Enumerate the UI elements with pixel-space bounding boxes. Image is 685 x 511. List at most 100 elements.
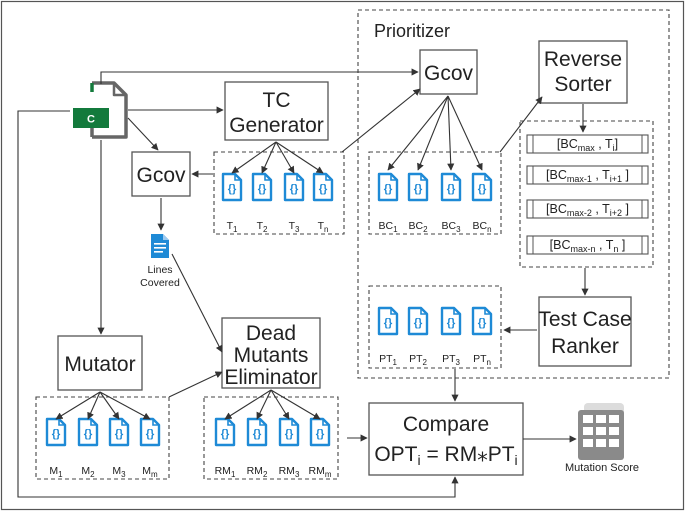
svg-text:[BCmax-n , Tn ]: [BCmax-n , Tn ] bbox=[550, 238, 626, 254]
edge-source-to-gcov-top bbox=[100, 68, 419, 84]
pt-group bbox=[368, 285, 502, 369]
braces-glyph: {} bbox=[447, 317, 456, 329]
svg-text:Gcov: Gcov bbox=[136, 164, 186, 187]
svg-text:Gcov: Gcov bbox=[424, 62, 474, 85]
compare-box: Compare OPTi = RM⁎PTi bbox=[368, 402, 524, 476]
branch-coverage-doc-icon: {} bbox=[377, 172, 399, 202]
prioritized-test-label: PTn bbox=[473, 353, 491, 367]
braces-glyph: {} bbox=[384, 183, 393, 195]
braces-glyph: {} bbox=[258, 183, 267, 195]
remaining-mutant-label: RMm bbox=[308, 465, 331, 479]
edge-source-to-gcov-left bbox=[127, 117, 159, 151]
braces-glyph: {} bbox=[384, 317, 393, 329]
svg-text:Dead: Dead bbox=[246, 322, 296, 345]
edge-dme-to-rm3 bbox=[270, 389, 290, 420]
svg-text:[BCmax , Ti]: [BCmax , Ti] bbox=[557, 137, 618, 153]
braces-glyph: {} bbox=[221, 428, 230, 440]
branch-coverage-label: BCn bbox=[472, 220, 491, 234]
mutant-doc-icon: {} bbox=[45, 417, 67, 447]
c-source-file-icon: C bbox=[73, 81, 128, 139]
mutation-score-label: Mutation Score bbox=[565, 462, 639, 474]
svg-text:Eliminator: Eliminator bbox=[224, 366, 317, 389]
remaining-mutant-doc-icon: {} bbox=[214, 417, 236, 447]
test-case-label: T3 bbox=[289, 220, 300, 234]
bc-group bbox=[368, 151, 502, 235]
edge-tcgen-to-tn bbox=[275, 141, 324, 174]
sorted-list: [BCmax , Ti][BCmax-1 , Ti+1 ][BCmax-2 , … bbox=[526, 134, 649, 255]
remaining-mutant-doc-icon: {} bbox=[246, 417, 268, 447]
edge-dme-to-rmm bbox=[270, 389, 321, 420]
test-case-label: Tn bbox=[318, 220, 329, 234]
sorted-list-group bbox=[519, 120, 654, 268]
edge-tcgen-to-t2 bbox=[261, 141, 277, 174]
test-case-label: T1 bbox=[227, 220, 238, 234]
gcov-left-box: Gcov bbox=[131, 151, 191, 197]
svg-text:Compare: Compare bbox=[403, 413, 489, 436]
test-case-doc-icon: {} bbox=[312, 172, 334, 202]
svg-text:Mutator: Mutator bbox=[64, 353, 135, 376]
braces-glyph: {} bbox=[146, 428, 155, 440]
svg-text:TC: TC bbox=[263, 89, 291, 112]
rm-group bbox=[203, 396, 339, 480]
braces-glyph: {} bbox=[84, 428, 93, 440]
branch-coverage-label: BC2 bbox=[408, 220, 428, 234]
edge-mutants-to-dme bbox=[168, 371, 223, 398]
sorted-list-item: [BCmax-2 , Ti+2 ] bbox=[526, 199, 649, 219]
c-letter: C bbox=[87, 114, 95, 126]
remaining-mutant-label: RM3 bbox=[279, 465, 300, 479]
mutant-label: M1 bbox=[49, 465, 63, 479]
prioritized-test-doc-icon: {} bbox=[377, 306, 399, 336]
edge-gcov-to-bc3 bbox=[447, 95, 455, 171]
braces-glyph: {} bbox=[316, 428, 325, 440]
sorted-list-item: [BCmax , Ti] bbox=[526, 134, 649, 154]
edge-dme-to-rm2 bbox=[256, 389, 272, 420]
braces-glyph: {} bbox=[290, 183, 299, 195]
braces-glyph: {} bbox=[319, 183, 328, 195]
edge-mutator-to-mm bbox=[99, 391, 151, 420]
mutant-label: M2 bbox=[81, 465, 95, 479]
branch-coverage-doc-icon: {} bbox=[440, 172, 462, 202]
test-case-label: T2 bbox=[257, 220, 268, 234]
prioritized-test-doc-icon: {} bbox=[407, 306, 429, 336]
mutants-group bbox=[35, 396, 170, 480]
edge-tcgen-to-t3 bbox=[275, 141, 295, 174]
lines-covered-label-1: Lines bbox=[147, 264, 172, 276]
branch-coverage-doc-icon: {} bbox=[407, 172, 429, 202]
edge-tests-to-gcov-top bbox=[341, 88, 421, 153]
braces-glyph: {} bbox=[115, 428, 124, 440]
prioritizer-region bbox=[357, 9, 670, 379]
prioritized-test-label: PT2 bbox=[409, 353, 427, 367]
prioritized-test-doc-icon: {} bbox=[440, 306, 462, 336]
edge-gcov-to-bc1 bbox=[387, 95, 449, 171]
svg-text:Ranker: Ranker bbox=[551, 335, 619, 358]
svg-text:Reverse: Reverse bbox=[544, 48, 622, 71]
test-case-ranker-box: Test Case Ranker bbox=[538, 296, 632, 367]
edge-mutator-to-m3 bbox=[99, 391, 120, 420]
remaining-mutant-doc-icon: {} bbox=[309, 417, 331, 447]
test-cases-group bbox=[213, 151, 345, 235]
braces-glyph: {} bbox=[447, 183, 456, 195]
branch-coverage-doc-icon: {} bbox=[471, 172, 493, 202]
braces-glyph: {} bbox=[285, 428, 294, 440]
branch-coverage-label: BC1 bbox=[378, 220, 398, 234]
svg-text:Mutants: Mutants bbox=[234, 344, 309, 367]
reverse-sorter-box: Reverse Sorter bbox=[538, 40, 628, 104]
braces-glyph: {} bbox=[478, 183, 487, 195]
test-case-doc-icon: {} bbox=[283, 172, 305, 202]
svg-text:Test Case: Test Case bbox=[538, 308, 631, 331]
sorted-list-item: [BCmax-n , Tn ] bbox=[526, 235, 649, 255]
mutator-box: Mutator bbox=[57, 335, 143, 391]
prioritized-test-label: PT3 bbox=[442, 353, 460, 367]
braces-glyph: {} bbox=[228, 183, 237, 195]
tc-generator-box: TC Generator bbox=[224, 81, 329, 141]
braces-glyph: {} bbox=[52, 428, 61, 440]
lines-covered-label-2: Covered bbox=[140, 277, 180, 289]
edge-source-to-compare bbox=[17, 110, 459, 498]
edge-mutator-to-m1 bbox=[55, 391, 101, 420]
edge-mutator-to-m2 bbox=[87, 391, 101, 420]
remaining-mutant-doc-icon: {} bbox=[278, 417, 300, 447]
mutant-label: Mm bbox=[142, 465, 158, 479]
mutant-label: M3 bbox=[112, 465, 126, 479]
edge-bc-to-sorter bbox=[499, 96, 543, 153]
remaining-mutant-label: RM2 bbox=[247, 465, 268, 479]
